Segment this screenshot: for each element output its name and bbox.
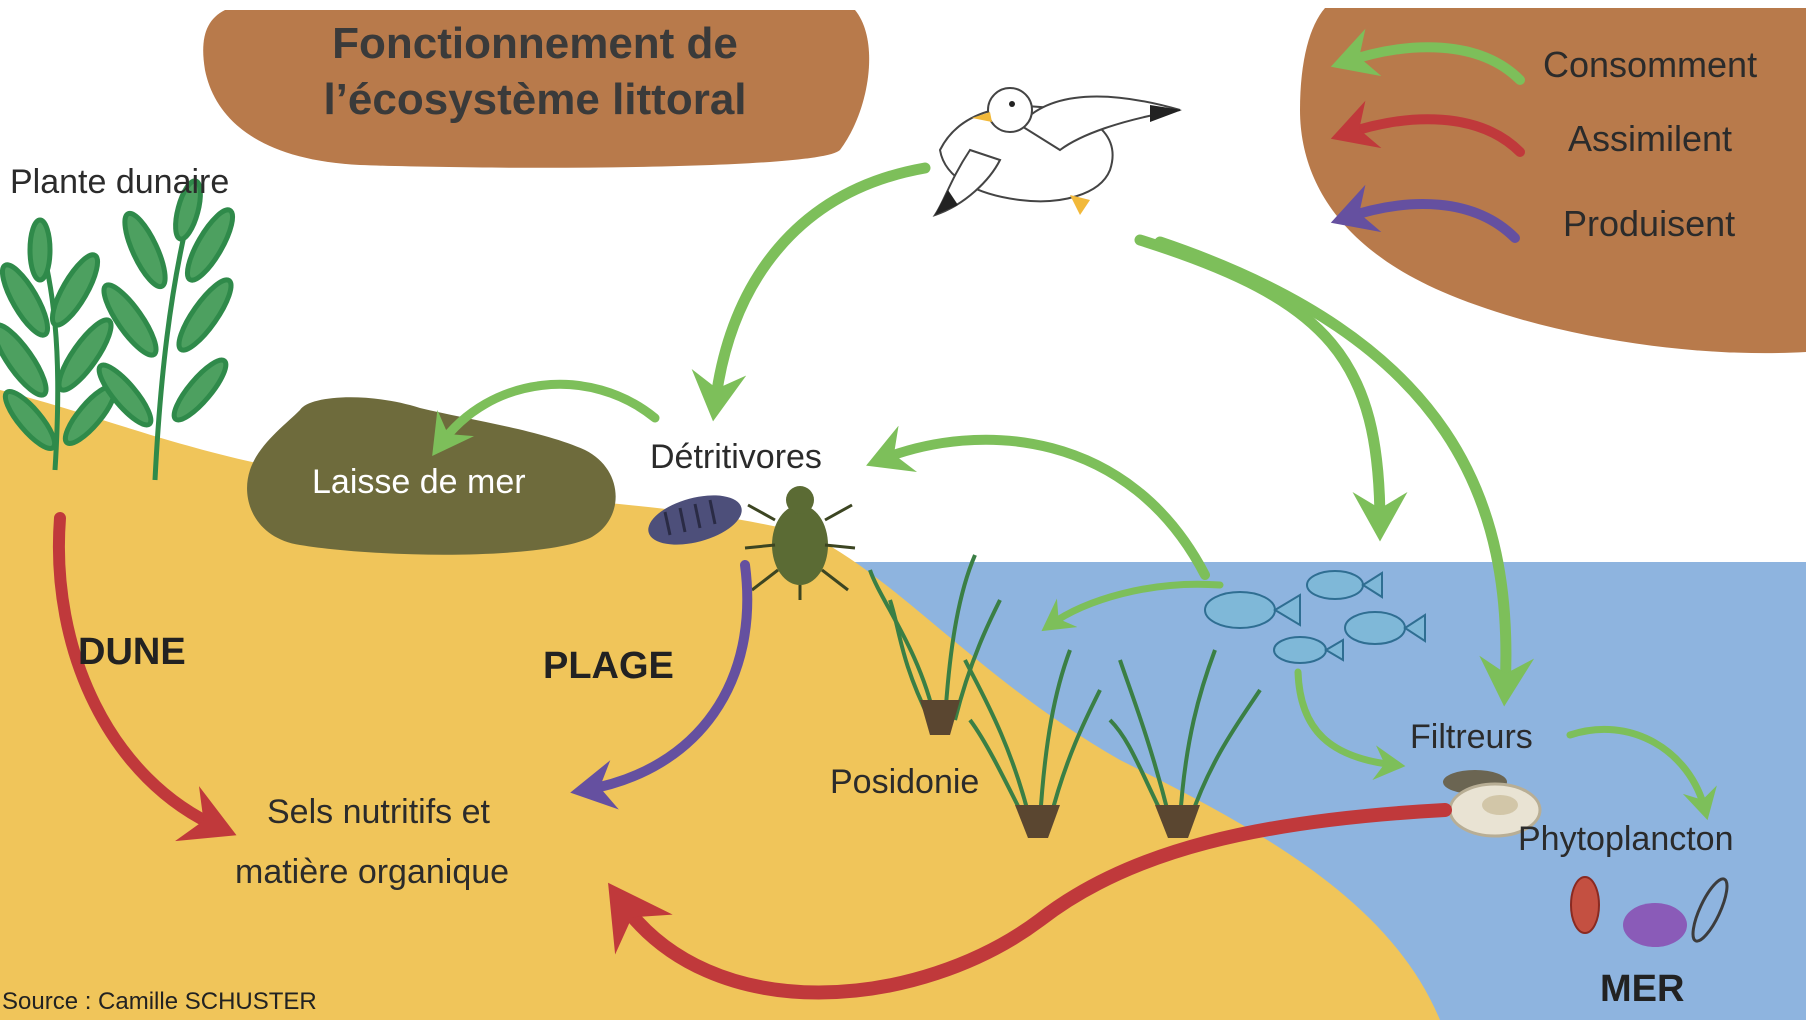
- zone-dune: DUNE: [78, 631, 186, 673]
- phytoplankton-icon: [1570, 876, 1729, 947]
- arrow-filtreurs-to-phytoplancton: [1566, 725, 1717, 821]
- label-phytoplancton: Phytoplancton: [1518, 820, 1734, 858]
- arrow-seagull-to-fish: [1154, 236, 1535, 707]
- posidonia-roots-icon: [920, 700, 1200, 838]
- fish-group-icon: [1204, 570, 1426, 664]
- produce-arrows: [570, 560, 753, 810]
- posidonia-icon: [868, 554, 1262, 821]
- source-credit: Source : Camille SCHUSTER: [2, 988, 317, 1015]
- label-sels-nutritifs: Sels nutritifs et: [267, 793, 490, 831]
- legend-assimilent: Assimilent: [1568, 118, 1733, 159]
- red-arrow-icon: [1330, 100, 1525, 157]
- green-arrow-icon: [1330, 28, 1525, 85]
- assimilate-arrows: [53, 512, 1452, 1000]
- laisse-de-mer-blob: [247, 397, 616, 555]
- arrow-fish-to-filtreurs: [1294, 668, 1406, 781]
- purple-arrow-icon: [1330, 184, 1520, 243]
- dune-plant-icon: [0, 178, 236, 481]
- label-filtreurs: Filtreurs: [1410, 718, 1533, 756]
- arrow-posidonia-to-detritivores: [866, 425, 1210, 580]
- zone-plage: PLAGE: [543, 645, 674, 687]
- label-plante-dunaire: Plante dunaire: [10, 163, 230, 201]
- legend-consomment: Consomment: [1543, 44, 1758, 85]
- arrow-filtreurs-to-nutrients: [608, 803, 1452, 1000]
- title-line-2: l’écosystème littoral: [323, 75, 747, 124]
- arrow-seagull-to-detritivores: [691, 162, 931, 422]
- legend-panel: [1300, 8, 1806, 354]
- title-background: [203, 10, 870, 168]
- legend-produisent: Produisent: [1563, 203, 1736, 244]
- consume-arrows: [432, 162, 1717, 821]
- zone-mer: MER: [1600, 968, 1685, 1010]
- seagull-icon: [932, 87, 1182, 217]
- detritivore-beetle-icon: [744, 486, 856, 600]
- label-posidonie: Posidonie: [830, 763, 980, 801]
- title-line-1: Fonctionnement de: [332, 19, 738, 68]
- arrow-detritivores-to-laisse: [432, 379, 660, 456]
- label-matiere-organique: matière organique: [235, 853, 510, 891]
- label-detritivores: Détritivores: [650, 438, 822, 476]
- diagram-title: Fonctionnement de l’écosystème littoral: [205, 16, 865, 128]
- arrow-detritivores-to-nutrients: [570, 560, 753, 810]
- detritivore-isopod-icon: [648, 495, 742, 545]
- label-laisse-de-mer: Laisse de mer: [312, 463, 526, 501]
- arrow-dune-to-nutrients: [53, 512, 237, 842]
- arrow-fish-to-posidonia: [1041, 580, 1224, 632]
